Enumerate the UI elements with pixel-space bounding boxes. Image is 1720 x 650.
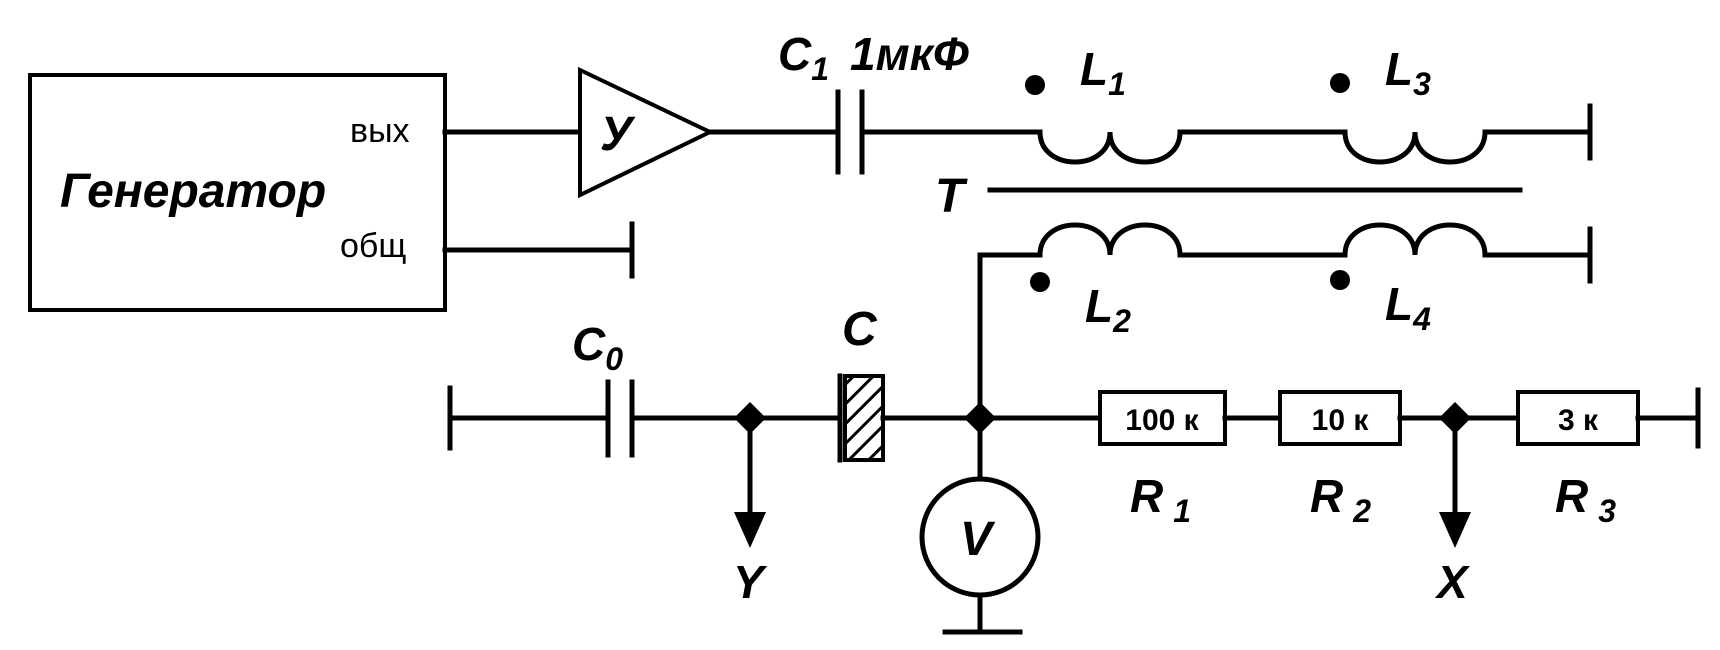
generator-block: Генератор вых общ	[28, 73, 447, 312]
svg-text:L2: L2	[1085, 280, 1131, 339]
wire-secondary-down	[977, 252, 1043, 421]
r1-value: 100 к	[1125, 404, 1199, 437]
l2-sub: 2	[1112, 303, 1131, 339]
c1-name: C	[778, 28, 812, 80]
r2-sub: 2	[1352, 493, 1371, 529]
capacitor-c0: C0	[572, 318, 635, 458]
dot-l3	[1330, 73, 1350, 93]
r3-value: 3 к	[1558, 404, 1599, 437]
l4-sub: 4	[1412, 301, 1431, 337]
dot-l4	[1330, 270, 1350, 290]
svg-text:C1: C1	[778, 28, 829, 87]
svg-text:R2: R2	[1310, 470, 1371, 529]
l1-sub: 1	[1108, 66, 1126, 102]
amplifier: У	[578, 66, 715, 199]
l2-name: L	[1085, 280, 1113, 332]
svg-text:L1: L1	[1080, 43, 1126, 102]
coil-l2: L2	[1030, 222, 1183, 339]
r3-sub: 3	[1598, 493, 1616, 529]
l3-sub: 3	[1413, 66, 1431, 102]
generator-common-label: общ	[340, 227, 406, 265]
r1-sub: 1	[1173, 493, 1191, 529]
transformer-label: T	[935, 170, 968, 223]
dot-l2	[1030, 272, 1050, 292]
arrow-y	[734, 512, 766, 548]
svg-text:R3: R3	[1555, 470, 1616, 529]
l4-name: L	[1385, 278, 1413, 330]
generator-title: Генератор	[60, 165, 326, 218]
x-output: X	[1434, 402, 1471, 608]
capacitor-c: C	[837, 303, 885, 463]
r1-name: R	[1130, 470, 1163, 522]
c1-value: 1мкФ	[850, 28, 969, 80]
generator-out-label: вых	[350, 112, 410, 150]
l1-name: L	[1080, 43, 1108, 95]
c0-sub: 0	[605, 341, 623, 377]
voltmeter-label: V	[960, 513, 996, 566]
x-label: X	[1434, 556, 1470, 608]
amplifier-label: У	[600, 108, 636, 161]
y-output: Y	[733, 402, 768, 608]
voltmeter: V	[919, 415, 1041, 635]
coil-l4: L4	[1330, 222, 1488, 337]
y-label: Y	[733, 556, 768, 608]
svg-text:L3: L3	[1385, 43, 1431, 102]
capacitor-c1: C1 1мкФ	[778, 28, 969, 175]
c-name: C	[842, 303, 878, 356]
r3-name: R	[1555, 470, 1588, 522]
coil-l3: L3	[1330, 43, 1488, 165]
dot-l1	[1025, 75, 1045, 95]
l3-name: L	[1385, 43, 1413, 95]
svg-text:R1: R1	[1130, 470, 1191, 529]
svg-text:L4: L4	[1385, 278, 1431, 337]
coil-l1: L1	[1025, 43, 1183, 165]
arrow-x	[1439, 512, 1471, 548]
svg-text:C0: C0	[572, 318, 623, 377]
r2-name: R	[1310, 470, 1343, 522]
r2-value: 10 к	[1312, 404, 1370, 437]
c0-name: C	[572, 318, 606, 370]
c1-sub: 1	[811, 51, 829, 87]
